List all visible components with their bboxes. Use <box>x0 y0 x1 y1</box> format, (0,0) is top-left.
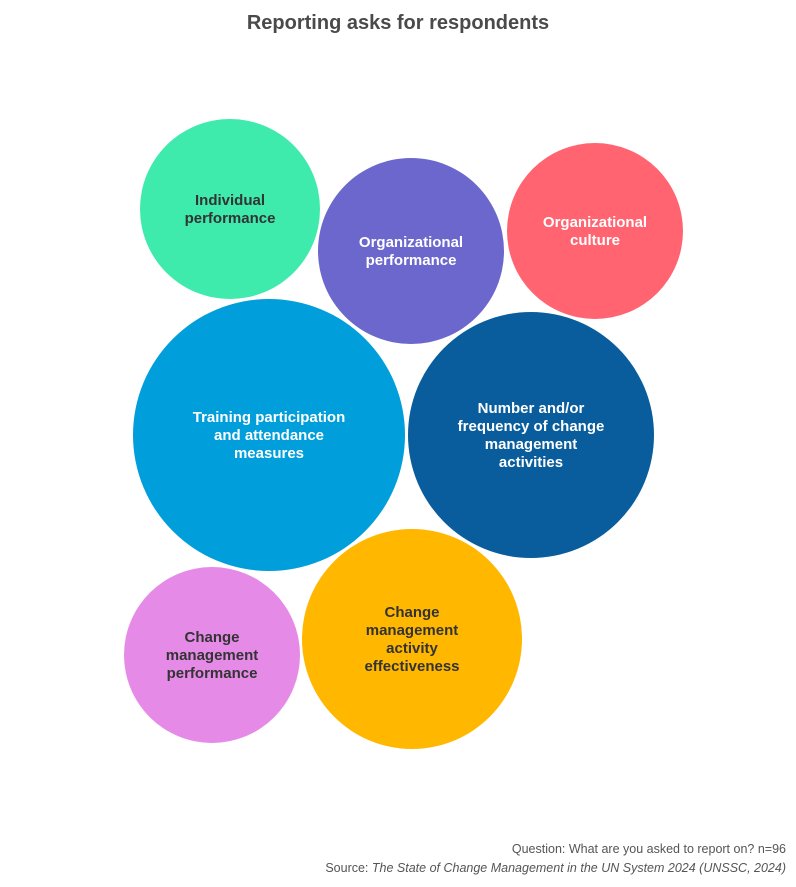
bubble-circle <box>302 529 522 749</box>
bubble-circle <box>124 567 300 743</box>
bubble-circle <box>133 299 405 571</box>
source-note: Source: The State of Change Management i… <box>325 861 786 875</box>
chart-title: Reporting asks for respondents <box>246 12 550 34</box>
bubble-circle <box>408 312 654 558</box>
bubble-circle <box>507 143 683 319</box>
bubble-circle <box>318 158 504 344</box>
bubble-circle <box>140 119 320 299</box>
question-note: Question: What are you asked to report o… <box>511 842 786 856</box>
source-title: The State of Change Management in the UN… <box>371 861 786 875</box>
source-prefix: Source: <box>325 861 372 875</box>
